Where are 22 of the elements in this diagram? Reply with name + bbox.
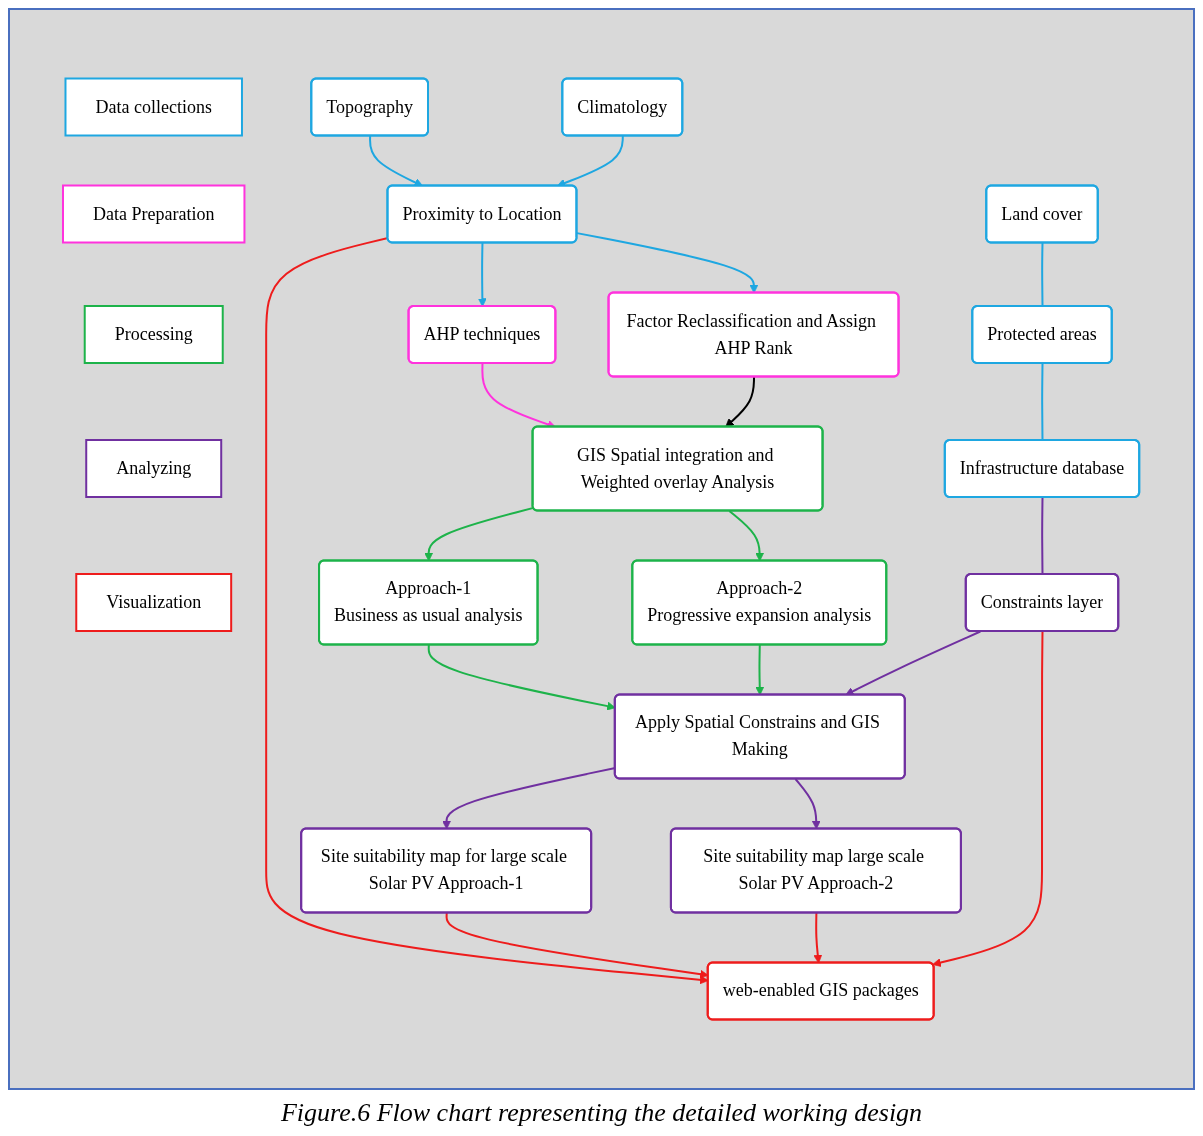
node-box: Analyzing [85, 439, 223, 498]
arrow [845, 630, 982, 696]
arrow [424, 506, 535, 562]
node-box: Visualization [75, 573, 233, 632]
node-box: Processing [84, 305, 225, 364]
arrow [794, 778, 822, 830]
arrow [369, 135, 424, 187]
connector [1041, 496, 1044, 576]
node-box: Data Preparation [62, 184, 246, 244]
arrow [813, 912, 823, 964]
arrow [728, 510, 765, 562]
arrow [265, 236, 709, 985]
arrow [446, 912, 709, 979]
node-box: Data collections [64, 77, 244, 137]
arrow [932, 630, 1044, 967]
connector [1041, 242, 1044, 308]
arrow [725, 376, 756, 428]
arrow [576, 232, 759, 294]
connector [1041, 362, 1044, 442]
arrow [755, 644, 765, 696]
arrow [478, 242, 488, 307]
figure-caption: Figure.6 Flow chart representing the detailed working design [280, 1098, 923, 1128]
